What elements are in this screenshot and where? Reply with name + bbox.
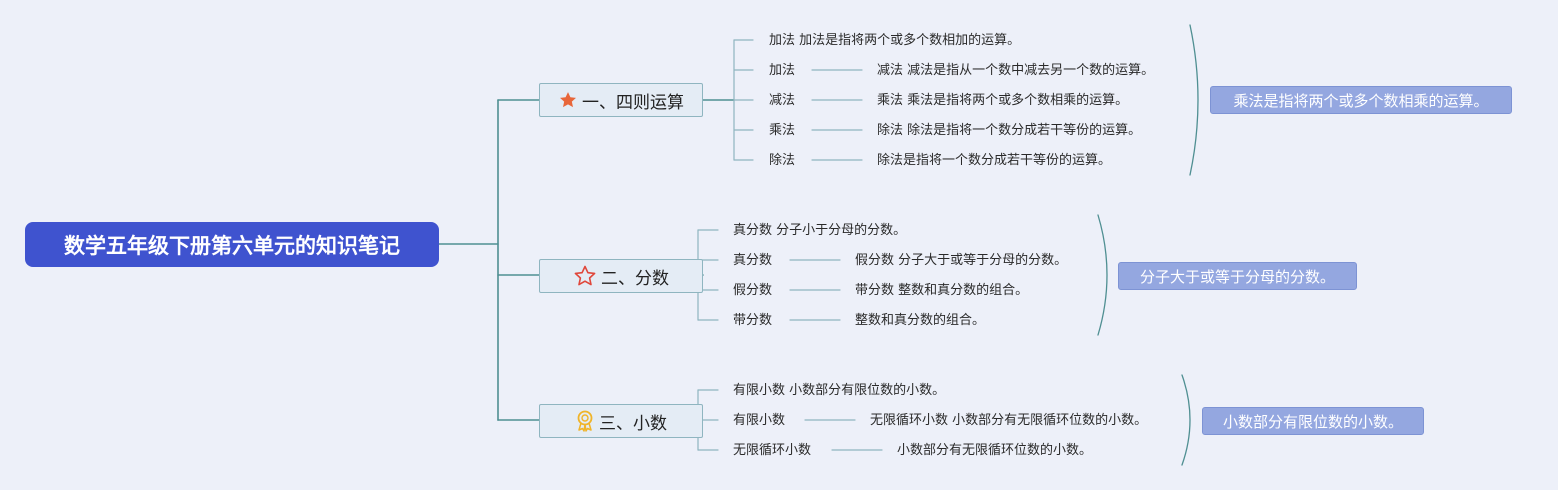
star-filled-icon [558,90,578,110]
summary-box[interactable]: 小数部分有限位数的小数。 [1202,407,1424,435]
summary-bracket [1181,374,1191,466]
leaf-text: 加法 [769,63,796,78]
branch-title: 一、四则运算 [582,92,684,113]
leaf-text: 假分数 分子大于或等于分母的分数。 [855,253,1068,268]
leaf-text: 除法 除法是指将一个数分成若干等份的运算。 [877,123,1142,138]
leaf-text: 假分数 [733,283,773,298]
root-node[interactable]: 数学五年级下册第六单元的知识笔记 [25,222,439,267]
leaf-text: 除法 [769,153,796,168]
leaf-text: 整数和真分数的组合。 [855,313,986,328]
leaf-text: 真分数 [733,253,773,268]
award-ribbon-icon [575,410,595,432]
leaf-text: 有限小数 小数部分有限位数的小数。 [733,383,946,398]
leaf-text: 加法 加法是指将两个或多个数相加的运算。 [769,33,1021,48]
branch-title: 三、小数 [599,413,667,434]
summary-box[interactable]: 乘法是指将两个或多个数相乘的运算。 [1210,86,1512,114]
root-title: 数学五年级下册第六单元的知识笔记 [64,233,400,258]
leaf-text: 带分数 整数和真分数的组合。 [855,283,1029,298]
leaf-text: 小数部分有无限循环位数的小数。 [897,443,1093,458]
leaf-text: 无限循环小数 小数部分有无限循环位数的小数。 [870,413,1148,428]
summary-bracket [1189,24,1199,176]
leaf-text: 有限小数 [733,413,786,428]
branch-title: 二、分数 [601,268,669,289]
leaf-text: 无限循环小数 [733,443,812,458]
summary-text: 小数部分有限位数的小数。 [1222,412,1403,431]
summary-box[interactable]: 分子大于或等于分母的分数。 [1118,262,1357,290]
summary-bracket [1097,214,1108,336]
summary-text: 分子大于或等于分母的分数。 [1139,267,1335,286]
leaf-text: 乘法 乘法是指将两个或多个数相乘的运算。 [877,93,1129,108]
leaf-text: 减法 [769,93,796,108]
leaf-text: 除法是指将一个数分成若干等份的运算。 [877,153,1112,168]
leaf-text: 乘法 [769,123,796,138]
leaf-text: 真分数 分子小于分母的分数。 [733,223,907,238]
branch-arithmetic[interactable]: 一、四则运算 [539,83,703,117]
summary-text: 乘法是指将两个或多个数相乘的运算。 [1233,91,1489,110]
branch-fractions[interactable]: 二、分数 [539,259,703,293]
leaf-text: 减法 减法是指从一个数中减去另一个数的运算。 [877,63,1155,78]
branch-decimals[interactable]: 三、小数 [539,404,703,438]
star-outline-icon [573,264,597,288]
leaf-text: 带分数 [733,313,773,328]
